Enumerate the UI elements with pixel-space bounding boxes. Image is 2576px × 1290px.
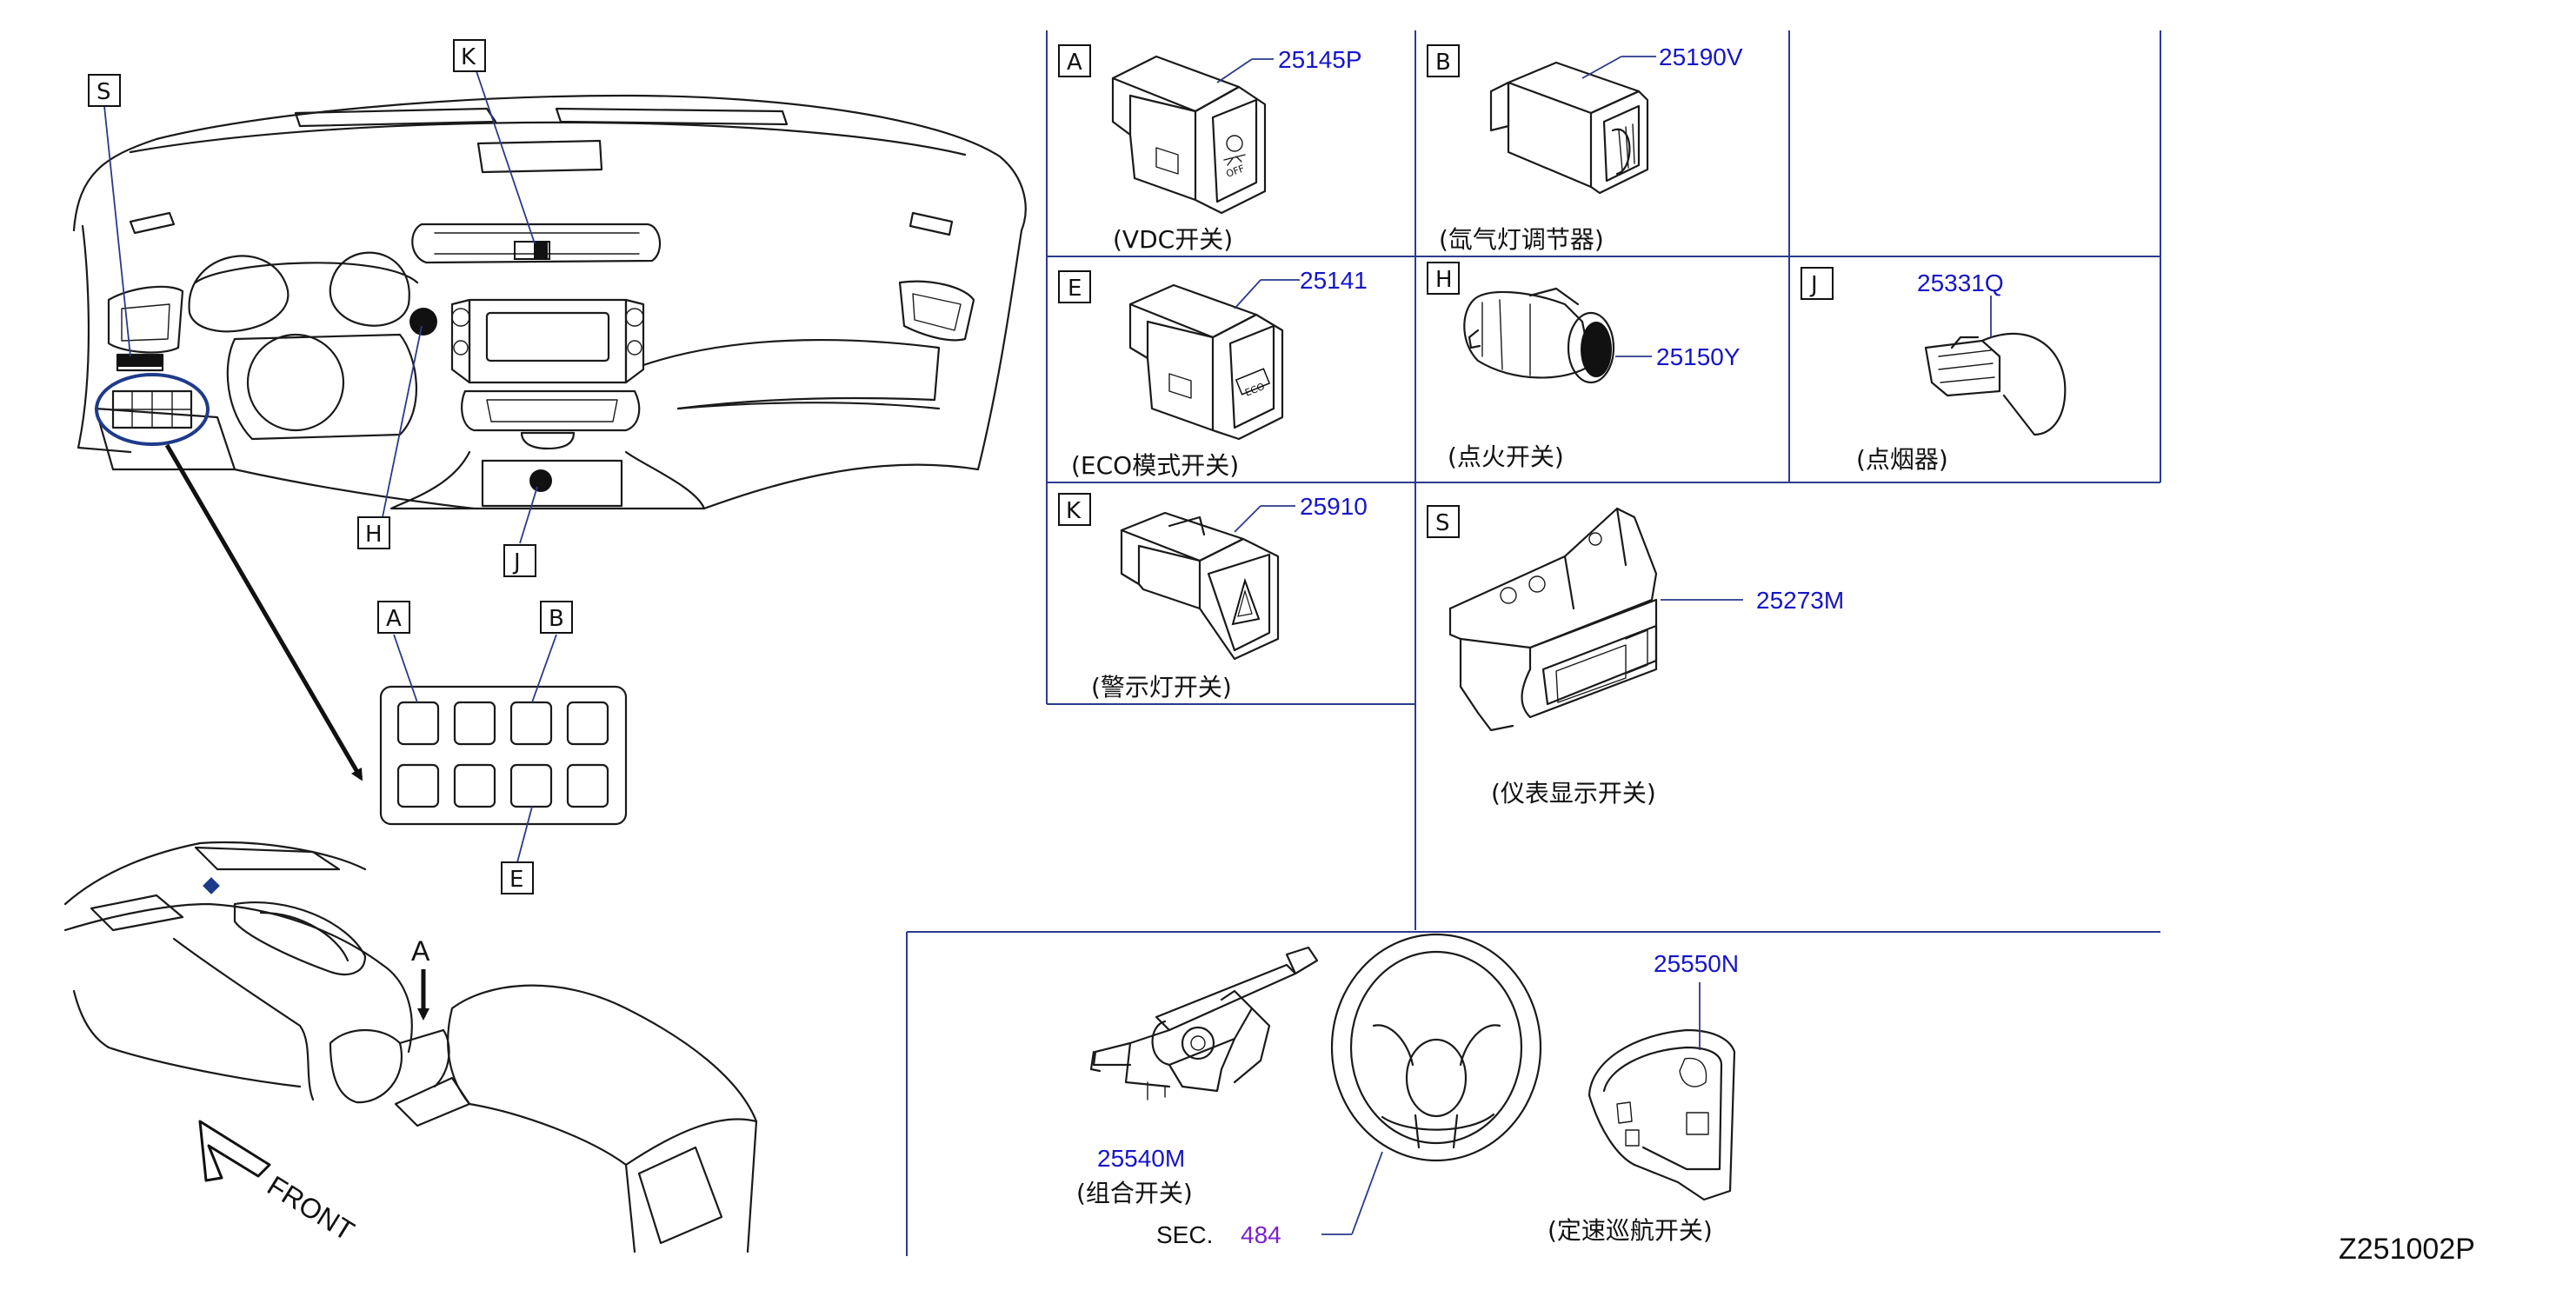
cell-E: E ECO 25141 (ECO模式开关) <box>1058 267 1368 480</box>
cell-H: H 25150Y (点火开关) <box>1427 262 1741 471</box>
combination-switch-drawing <box>1089 946 1319 1100</box>
cell-S: S 25273M (仪表显示开关) <box>1427 505 1844 808</box>
caption-hazard-switch: (警示灯开关) <box>1091 673 1232 702</box>
svg-text:H: H <box>1435 267 1453 293</box>
svg-text:E: E <box>1068 276 1082 302</box>
callout-H: H <box>357 516 390 549</box>
cell-H-tag: H <box>1427 262 1460 295</box>
console-illustration: A FRONT <box>63 841 758 1253</box>
svg-text:J: J <box>512 549 521 575</box>
callout-S: S <box>88 74 121 107</box>
vdc-off-icon: OFF <box>1223 135 1246 180</box>
cruise-switch: 25550N (定速巡航开关) <box>1548 950 1739 1245</box>
cell-J-tag: J <box>1801 267 1834 300</box>
part-number-25190V: 25190V <box>1659 43 1743 70</box>
svg-text:E: E <box>509 867 523 893</box>
svg-text:S: S <box>97 79 111 105</box>
drawing-code: Z251002P <box>2339 1233 2475 1266</box>
caption-vdc-switch: (VDC开关) <box>1113 225 1233 254</box>
parts-grid <box>906 30 2161 1256</box>
part-number-25540M: 25540M <box>1097 1145 1185 1172</box>
callout-B: B <box>540 601 573 634</box>
section-number[interactable]: 484 <box>1241 1221 1281 1248</box>
headlamp-leveler-drawing <box>1489 61 1649 195</box>
part-number-25331Q: 25331Q <box>1917 269 2004 296</box>
cell-A-tag: A <box>1058 44 1091 77</box>
meter-display-switch-drawing <box>1448 507 1658 732</box>
caption-meter-display-switch: (仪表显示开关) <box>1491 779 1656 808</box>
hazard-switch-drawing <box>1120 511 1280 661</box>
hazard-triangle-icon <box>1231 577 1261 626</box>
svg-text:B: B <box>1435 50 1451 76</box>
cell-A: A OFF 25145P (VDC开关) <box>1058 44 1362 254</box>
callout-K: K <box>453 39 486 72</box>
eco-icon: ECO <box>1235 368 1271 399</box>
cell-B: B 25190V (氙气灯调节器) <box>1427 43 1743 254</box>
zoom-arrow <box>164 443 363 781</box>
cruise-switch-drawing <box>1588 1028 1736 1201</box>
arrow-label-A: A <box>411 935 430 967</box>
cell-K: K 25910 (警示灯开关) <box>1058 493 1368 702</box>
caption-ignition-switch: (点火开关) <box>1448 442 1564 471</box>
part-number-25145P: 25145P <box>1278 46 1362 73</box>
svg-text:J: J <box>1809 272 1818 298</box>
cell-B-tag: B <box>1427 44 1460 77</box>
part-number-25910: 25910 <box>1300 493 1368 520</box>
part-number-25550N: 25550N <box>1654 950 1739 977</box>
caption-cigarette-lighter: (点烟器) <box>1856 445 1948 474</box>
part-number-25150Y: 25150Y <box>1656 343 1741 370</box>
switch-bank-detail: A B E <box>377 601 628 894</box>
svg-text:A: A <box>386 606 402 632</box>
dashboard-callouts: S K H J <box>88 39 538 577</box>
dashboard-illustration <box>72 94 1027 510</box>
section-label: SEC. <box>1156 1221 1213 1248</box>
callout-J: J <box>503 544 536 577</box>
svg-text:S: S <box>1435 510 1450 536</box>
front-label: FRONT <box>262 1169 360 1247</box>
part-number-25141: 25141 <box>1300 267 1368 294</box>
caption-cruise-switch: (定速巡航开关) <box>1548 1216 1713 1245</box>
front-arrow-icon <box>198 1120 271 1182</box>
callout-E: E <box>501 861 534 894</box>
caption-combination-switch: (组合开关) <box>1076 1179 1193 1207</box>
part-number-25273M: 25273M <box>1756 587 1844 614</box>
cell-K-tag: K <box>1058 493 1091 526</box>
eco-switch-drawing: ECO <box>1128 283 1284 441</box>
cigarette-lighter-drawing <box>1924 332 2067 436</box>
caption-headlamp-leveler: (氙气灯调节器) <box>1439 225 1604 254</box>
steering-wheel: SEC. 484 <box>1156 933 1542 1248</box>
cell-J: J 25331Q (点烟器) <box>1801 267 2067 474</box>
svg-text:H: H <box>365 522 383 548</box>
svg-text:K: K <box>461 44 476 70</box>
cell-E-tag: E <box>1058 270 1091 303</box>
vdc-switch-drawing: OFF <box>1111 55 1267 215</box>
cell-S-tag: S <box>1427 505 1460 538</box>
callout-A: A <box>377 601 410 634</box>
svg-text:A: A <box>1067 50 1082 76</box>
caption-eco-switch: (ECO模式开关) <box>1071 451 1239 480</box>
svg-text:B: B <box>549 606 564 632</box>
svg-text:K: K <box>1066 498 1082 524</box>
svg-text:ECO: ECO <box>1243 381 1267 399</box>
combination-switch: 25540M (组合开关) <box>1076 946 1319 1207</box>
ignition-switch-drawing <box>1463 287 1615 384</box>
